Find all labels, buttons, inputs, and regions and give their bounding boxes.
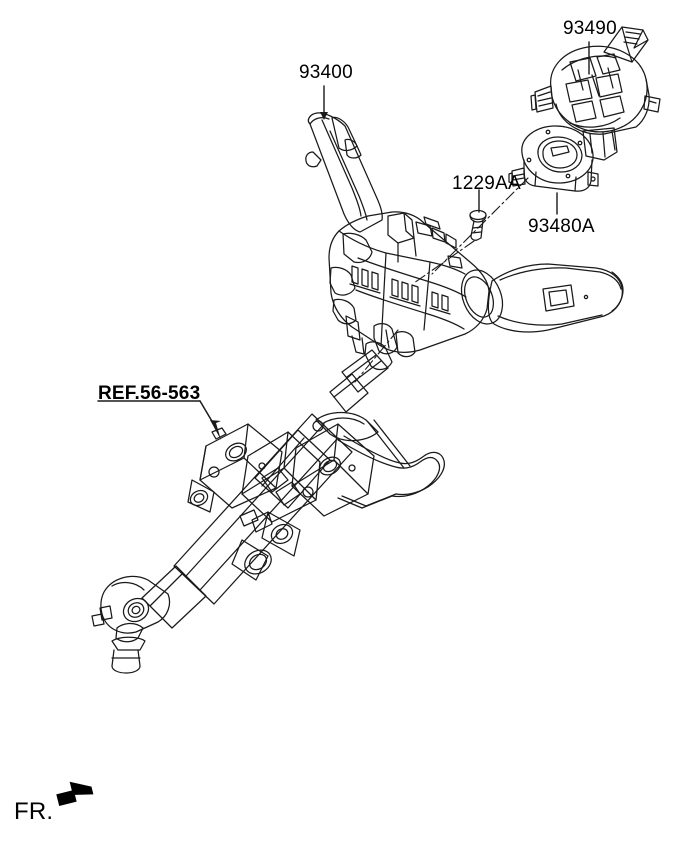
part-label-93480A: 93480A: [528, 216, 595, 237]
part-label-1229AA: 1229AA: [452, 173, 521, 194]
front-direction-label: FR.: [14, 798, 54, 825]
part-93400-upper-stalk: [305, 112, 383, 233]
part-ref-56-563-steering-column: [91, 341, 445, 674]
part-93400-switch-housing: [328, 211, 504, 358]
front-direction-arrow: [56, 781, 94, 807]
part-label-93490: 93490: [563, 18, 617, 39]
part-1229AA-screw: [469, 209, 487, 241]
part-93480A-angle-sensor: [508, 125, 599, 192]
part-label-93400: 93400: [299, 62, 353, 83]
part-93400-wiper-stalk: [487, 263, 624, 333]
reference-label-56-563: REF.56-563: [98, 383, 201, 404]
leader-ref-56-563: [97, 400, 221, 440]
assembly-centerlines: [354, 177, 529, 383]
part-93490-clock-spring: [530, 26, 661, 161]
